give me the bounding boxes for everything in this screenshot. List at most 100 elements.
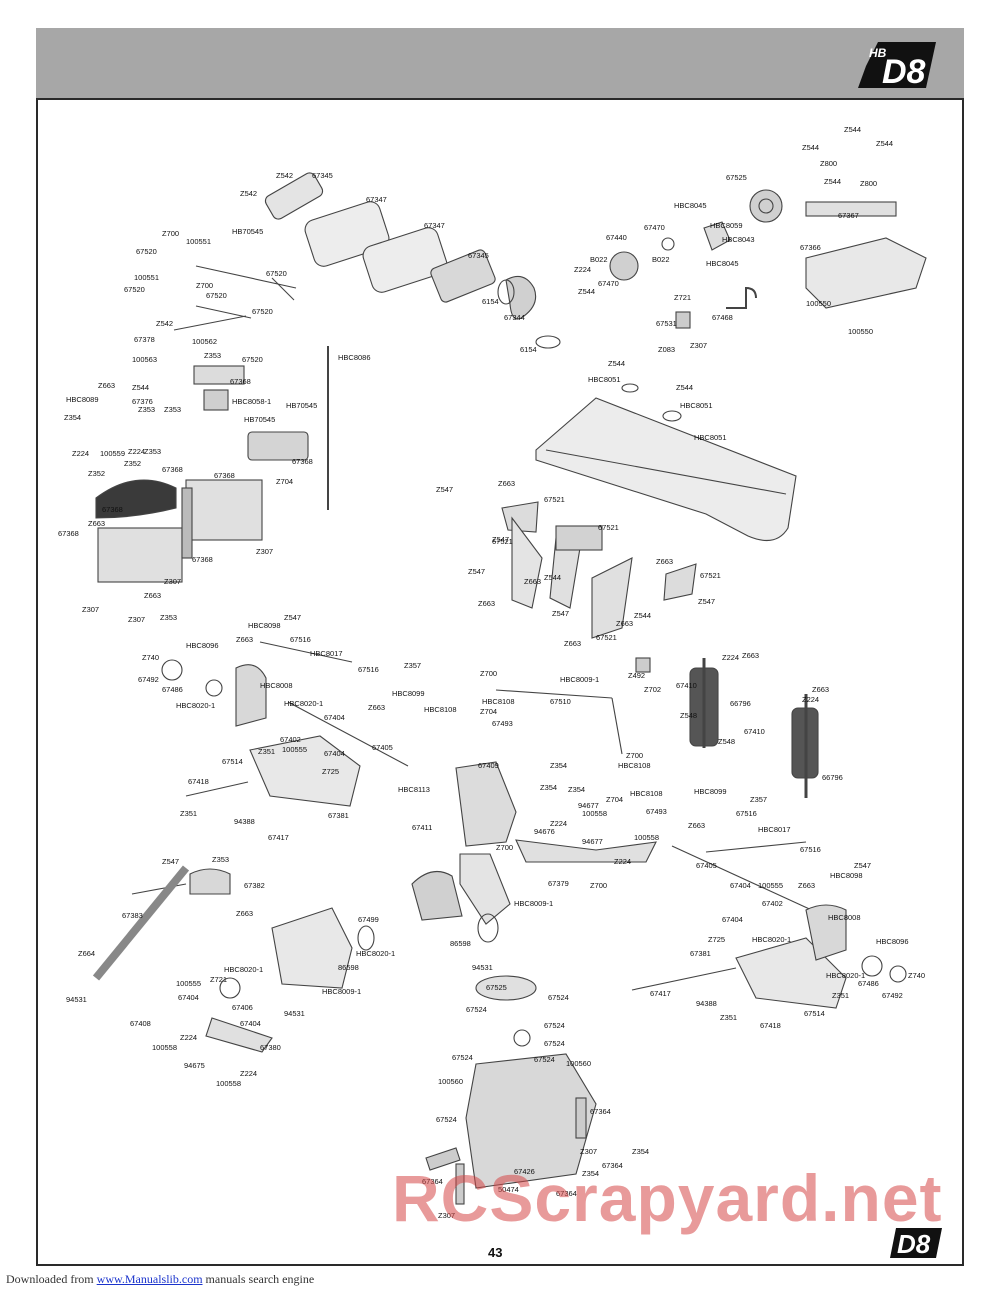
part-label: HBC8009-1 [322,987,361,996]
part-label: 94675 [184,1061,205,1070]
part-label: 67345 [312,171,333,180]
part-label: 67418 [188,777,209,786]
manualslib-link[interactable]: www.Manualslib.com [96,1272,203,1286]
part-label: Z542 [276,171,293,180]
part-label: 67405 [372,743,393,752]
part-label: Z725 [708,935,725,944]
part-label: 67486 [162,685,183,694]
part-label: Z307 [256,547,273,556]
part-label: Z083 [658,345,675,354]
part-label: 67367 [838,211,859,220]
part-label: 67381 [328,811,349,820]
part-label: 67468 [712,313,733,322]
part-label: HBC8089 [66,395,99,404]
part-label: 67492 [138,675,159,684]
part-label: Z700 [626,751,643,760]
part-label: HBC8020-1 [356,949,395,958]
part-label: Z547 [284,613,301,622]
part-label: 94677 [578,801,599,810]
part-label: 67404 [240,1019,261,1028]
part-label: Z492 [628,671,645,680]
part-label: 66796 [730,699,751,708]
part-label: HBC8020-1 [224,965,263,974]
part-label: Z224 [614,857,631,866]
part-label: 67521 [544,495,565,504]
part-label: Z704 [606,795,623,804]
part-label: 67514 [222,757,243,766]
part-label: Z351 [180,809,197,818]
part-label: HBC8108 [482,697,515,706]
part-label: 100562 [192,337,217,346]
part-label: Z353 [144,447,161,456]
part-label: HBC8020-1 [826,971,865,980]
part-label: Z663 [498,479,515,488]
part-label: 67470 [644,223,665,232]
part-label: HBC8008 [828,913,861,922]
part-label: 67516 [736,809,757,818]
part-label: 100551 [134,273,159,282]
part-label: 94388 [234,817,255,826]
part-label: 67404 [324,713,345,722]
part-label: 67499 [358,915,379,924]
part-label: 67381 [690,949,711,958]
logo-bottom-text: D8 [897,1229,931,1259]
part-label: Z700 [480,669,497,678]
part-label: Z663 [564,639,581,648]
part-label: Z548 [680,711,697,720]
part-label: B022 [652,255,670,264]
part-label: 67524 [534,1055,555,1064]
part-label: 100560 [438,1077,463,1086]
part-label: Z800 [860,179,877,188]
part-label: 50474 [498,1185,519,1194]
part-label: 67417 [268,833,289,842]
part-label: HBC8113 [398,785,430,794]
part-label: 67524 [452,1053,473,1062]
part-label: 67524 [548,993,569,1002]
part-label: 67514 [804,1009,825,1018]
part-label: HBC8045 [674,201,707,210]
part-label: 67520 [206,291,227,300]
part-label: 67368 [292,457,313,466]
part-label: 67493 [492,719,513,728]
part-label: 67404 [324,749,345,758]
part-label: 67345 [468,251,489,260]
part-label: HBC8017 [758,825,791,834]
part-label: 67521 [596,633,617,642]
part-label: 94531 [284,1009,305,1018]
part-label: 100555 [758,881,783,890]
logo-d8-text: D8 [882,53,926,91]
exploded-parts-diagram: Z544 Z544 Z544 Z800 Z800 Z544 67525 6736… [58,125,927,1220]
part-label: Z700 [162,229,179,238]
part-label: Z224 [802,695,819,704]
part-label: 67347 [366,195,387,204]
part-label: 67404 [722,915,743,924]
part-label: 67524 [466,1005,487,1014]
part-label: 67524 [544,1039,565,1048]
part-label: Z354 [568,785,585,794]
part-label: 100558 [582,809,607,818]
part-label: 67366 [800,243,821,252]
part-label: Z544 [608,359,625,368]
part-label: Z702 [644,685,661,694]
part-label: 100563 [132,355,157,364]
part-label: Z725 [322,767,339,776]
part-label: Z547 [854,861,871,870]
part-label: Z353 [138,405,155,414]
part-label: 67368 [58,529,79,538]
part-label: HBC8017 [310,649,343,658]
part-label: Z663 [812,685,829,694]
differential-group [205,761,517,1053]
part-label: Z224 [180,1033,197,1042]
part-label: 67364 [590,1107,611,1116]
part-label: 100558 [216,1079,241,1088]
diagram-frame [36,98,964,1266]
part-label: Z307 [690,341,707,350]
part-label: 67417 [650,989,671,998]
part-label: Z800 [820,159,837,168]
part-label: Z544 [824,177,841,186]
part-label: Z704 [480,707,497,716]
part-label: Z353 [160,613,177,622]
part-label: 67404 [730,881,751,890]
part-label: 67516 [358,665,379,674]
part-label: HBC8099 [392,689,425,698]
